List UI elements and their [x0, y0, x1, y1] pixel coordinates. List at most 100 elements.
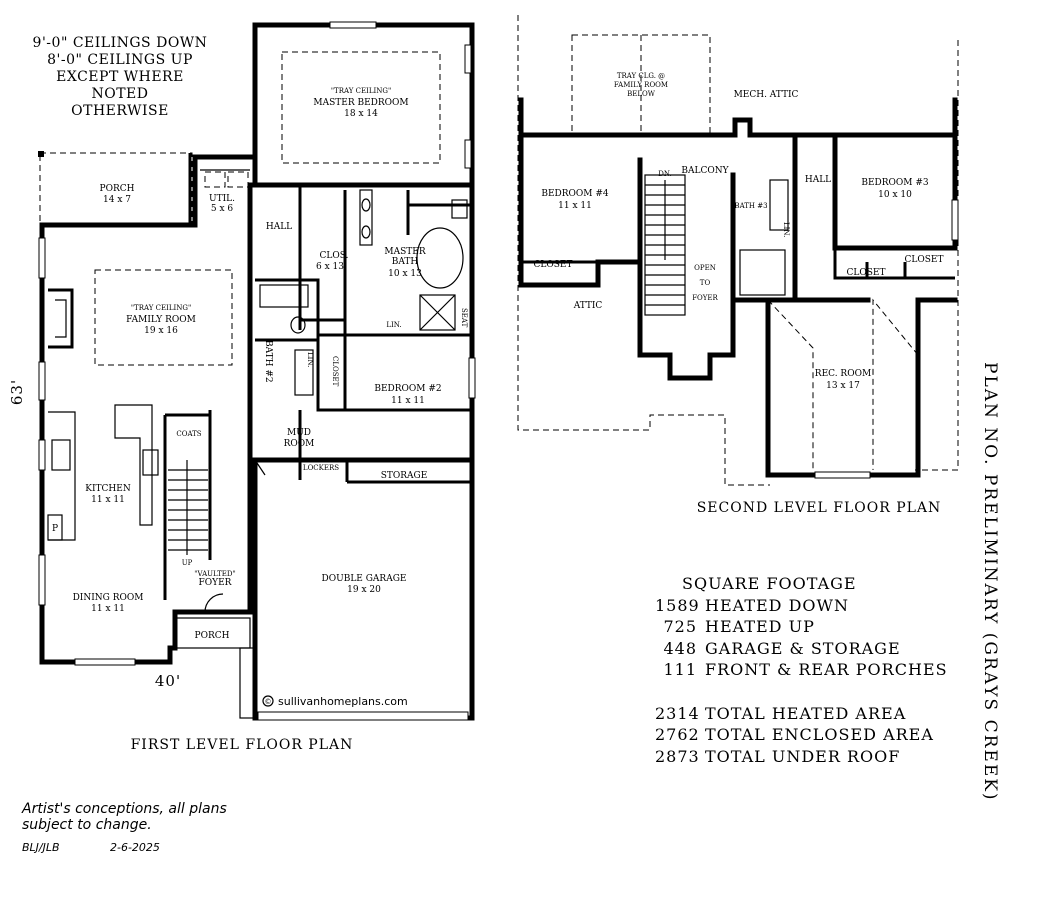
- upper-attic-outline: [517, 15, 770, 486]
- porch-label: PORCH: [100, 184, 135, 194]
- bath3-vanity: [769, 179, 789, 231]
- bath2-tub: [259, 284, 309, 308]
- sqft-total-label: TOTAL HEATED AREA: [705, 703, 907, 723]
- bedroom3-size: 10 x 10: [878, 190, 912, 200]
- tub: [416, 227, 464, 289]
- bath3-walls: [730, 132, 798, 303]
- garage-step: [239, 647, 256, 719]
- window: [38, 237, 46, 279]
- family-tray-ceiling: [94, 269, 233, 366]
- master-bedroom-label: MASTER BEDROOM: [313, 98, 408, 108]
- kitchen-sink: [51, 439, 71, 471]
- stair-open-walls: [637, 157, 736, 381]
- vanity: [359, 189, 373, 246]
- master-tray-tag: "TRAY CEILING": [331, 87, 391, 95]
- lockers-label: LOCKERS: [303, 464, 339, 472]
- util-label: UTIL.: [209, 194, 235, 204]
- toilet: [451, 199, 468, 219]
- sqft-value: 448: [663, 638, 697, 658]
- bath2-label: BATH #2: [263, 340, 273, 383]
- garage-label: DOUBLE GARAGE: [322, 574, 407, 584]
- square-footage-title: SQUARE FOOTAGE: [682, 574, 857, 593]
- shower: [419, 294, 456, 331]
- sink: [361, 198, 371, 212]
- sqft-total-label: TOTAL ENCLOSED AREA: [705, 725, 934, 744]
- garage-door: [257, 711, 469, 721]
- hall-label: HALL: [266, 222, 292, 232]
- sqft-value: 1589: [655, 595, 700, 615]
- coats-label: COATS: [176, 430, 201, 438]
- fireplace-firebox: [55, 299, 67, 338]
- first-floor-labels: PORCH 14 x 7 UTIL. 5 x 6 HALL "TRAY CEIL…: [8, 87, 468, 753]
- sqft-spacer: [655, 681, 948, 703]
- rec-room-walls: [765, 297, 958, 478]
- washer: [204, 171, 226, 188]
- bedroom4-walls: [518, 132, 601, 288]
- ceiling-note-line-3: EXCEPT WHERE NOTED: [56, 69, 184, 102]
- sqft-value: 111: [663, 660, 697, 679]
- depth-dimension: 63': [8, 379, 26, 405]
- tray-label-2: FAMILY ROOM: [614, 81, 668, 89]
- range: [142, 449, 159, 476]
- bedroom2-size: 11 x 11: [391, 396, 425, 406]
- sqft-label: FRONT & REAR PORCHES: [705, 660, 948, 679]
- pantry-label: P: [52, 524, 58, 534]
- tray-ceiling-outline: [571, 34, 711, 136]
- rec-room-label: REC. ROOM: [815, 369, 871, 379]
- clos-label: CLOS.: [320, 251, 349, 261]
- first-floor-plan: [38, 21, 476, 721]
- open-to-foyer-3: FOYER: [692, 294, 718, 302]
- copyright-symbol: ©: [265, 698, 272, 706]
- ceiling-note-line-1: 9'-0" CEILINGS DOWN: [32, 35, 208, 51]
- util-walls: [192, 154, 258, 228]
- watermark: sullivanhomeplans.com: [278, 695, 408, 708]
- second-floor-plan: [517, 15, 959, 486]
- tray-label-3: BELOW: [627, 90, 656, 98]
- pantry: [47, 514, 63, 541]
- master-bath-label-1: MASTER: [384, 247, 425, 257]
- shower-x: [419, 294, 456, 331]
- sqft-total-value: 2314: [655, 703, 700, 723]
- balcony-label: BALCONY: [681, 166, 729, 176]
- master-bedroom-exterior-wall: [252, 22, 475, 188]
- plan-name: PLAN NO. PRELIMINARY (GRAYS CREEK): [980, 362, 1000, 802]
- rec-room-size: 13 x 17: [826, 381, 860, 391]
- window: [951, 199, 959, 241]
- kitchen-label: KITCHEN: [85, 484, 131, 494]
- master-bath-walls: [298, 185, 472, 337]
- dn-label: DN.: [658, 170, 672, 178]
- bath2-vanity: [294, 349, 314, 396]
- bedroom4-label: BEDROOM #4: [541, 189, 609, 199]
- bath3-tub: [739, 249, 786, 296]
- master-bath-size: 10 x 13: [388, 269, 422, 279]
- attic-label: ATTIC: [573, 301, 603, 311]
- storage-label: STORAGE: [381, 471, 428, 481]
- upper-attic-outline-east: [915, 40, 959, 471]
- window: [38, 554, 46, 606]
- family-tray-tag: "TRAY CEILING": [131, 304, 191, 312]
- open-to-foyer-2: TO: [700, 279, 711, 287]
- window: [464, 44, 472, 74]
- mud-room-label-1: MUD: [287, 428, 311, 438]
- master-bedroom-size: 18 x 14: [344, 109, 378, 119]
- initials: BLJ/JLB: [22, 841, 60, 854]
- bath3-lin-label: LIN.: [782, 222, 790, 237]
- bedroom3-closet-a-label: CLOSET: [847, 268, 886, 278]
- window: [468, 357, 476, 399]
- ceiling-note-line-4: OTHERWISE: [71, 103, 169, 119]
- window: [38, 361, 46, 401]
- plan-date: 2-6-2025: [110, 841, 160, 854]
- disclaimer-line-1: Artist's conceptions, all plans: [22, 801, 227, 817]
- ceiling-note: 9'-0" CEILINGS DOWN 8'-0" CEILINGS UP EX…: [30, 35, 210, 120]
- bedroom3-walls: [832, 132, 958, 251]
- bath2-toilet: [290, 316, 306, 334]
- kitchen-island: [114, 404, 153, 526]
- lin2-label: LIN.: [306, 352, 314, 367]
